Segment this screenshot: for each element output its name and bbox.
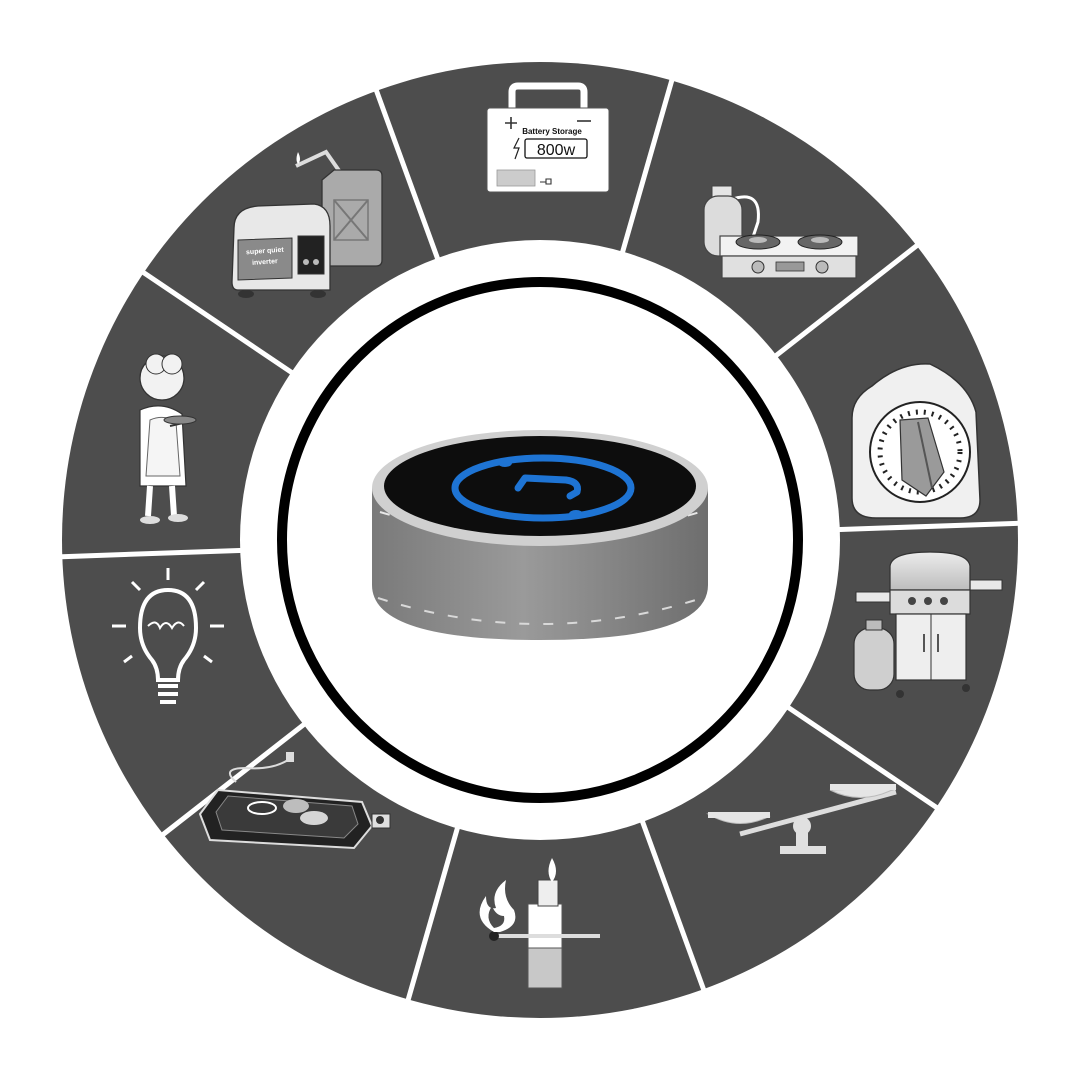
segment-divider [372, 86, 444, 269]
battery-label: Battery Storage [522, 127, 582, 136]
segment-divider [404, 818, 463, 1005]
kitchen-timer-icon [851, 363, 981, 519]
segment-divider [779, 700, 941, 812]
inverter-generator-icon: super quiet inverter [231, 149, 383, 298]
grandma-cook-icon [139, 353, 197, 524]
segment-divider [617, 75, 676, 262]
generator-label-line1: super quiet [246, 247, 285, 257]
bbq-grill-icon [853, 551, 1003, 698]
electric-griddle-icon [198, 752, 391, 850]
lighter-and-match-icon [479, 858, 600, 989]
segment-divider [636, 811, 708, 994]
generator-label-line2: inverter [252, 258, 278, 267]
device-logo-glyph [514, 474, 581, 500]
battery-watt-value: 800w [537, 142, 576, 159]
hub-border [277, 277, 803, 803]
device-top [384, 436, 696, 536]
segment-divider [139, 268, 301, 380]
device-logo-dot-bottom [569, 510, 583, 518]
segment-dividers [58, 75, 1022, 1005]
light-bulb-icon [112, 568, 224, 704]
battery-storage-icon: Battery Storage 800w [486, 82, 610, 193]
segment-divider [766, 241, 922, 364]
segment-divider [58, 547, 251, 560]
device-logo-ring [451, 454, 635, 522]
segment-divider [829, 520, 1022, 533]
gas-stove-icon [703, 185, 859, 279]
balance-scale-icon [706, 784, 897, 854]
lightning-icon [513, 137, 520, 160]
device-logo-dot-top [498, 459, 512, 467]
segment-divider [158, 716, 314, 839]
power-hub-device-icon [372, 430, 708, 640]
